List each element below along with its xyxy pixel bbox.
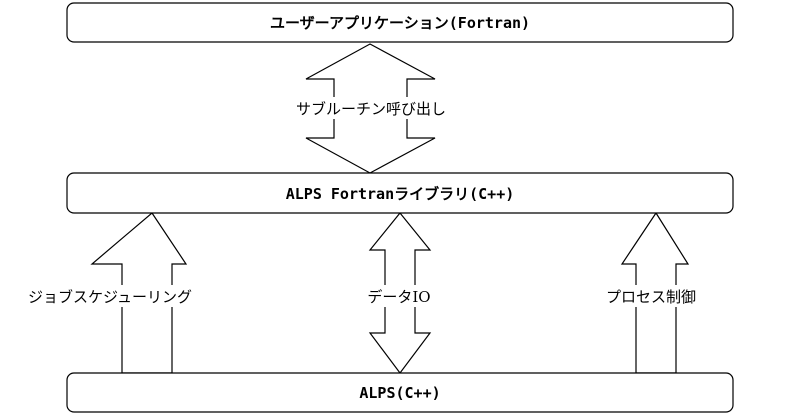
user-app-label: ユーザーアプリケーション(Fortran) bbox=[270, 14, 530, 32]
alps-label: ALPS(C++) bbox=[359, 384, 440, 402]
subroutine-call-label: サブルーチン呼び出し bbox=[296, 100, 446, 118]
process-control-label: プロセス制御 bbox=[606, 288, 696, 306]
data-io-label: データIO bbox=[367, 288, 430, 306]
user-app-box bbox=[66, 2, 734, 43]
job-scheduling-label: ジョブスケジューリング bbox=[28, 288, 192, 306]
alps-fortran-lib-label: ALPS Fortranライブラリ(C++) bbox=[286, 185, 515, 203]
alps-box bbox=[66, 372, 734, 413]
alps-fortran-lib-box bbox=[66, 172, 734, 214]
